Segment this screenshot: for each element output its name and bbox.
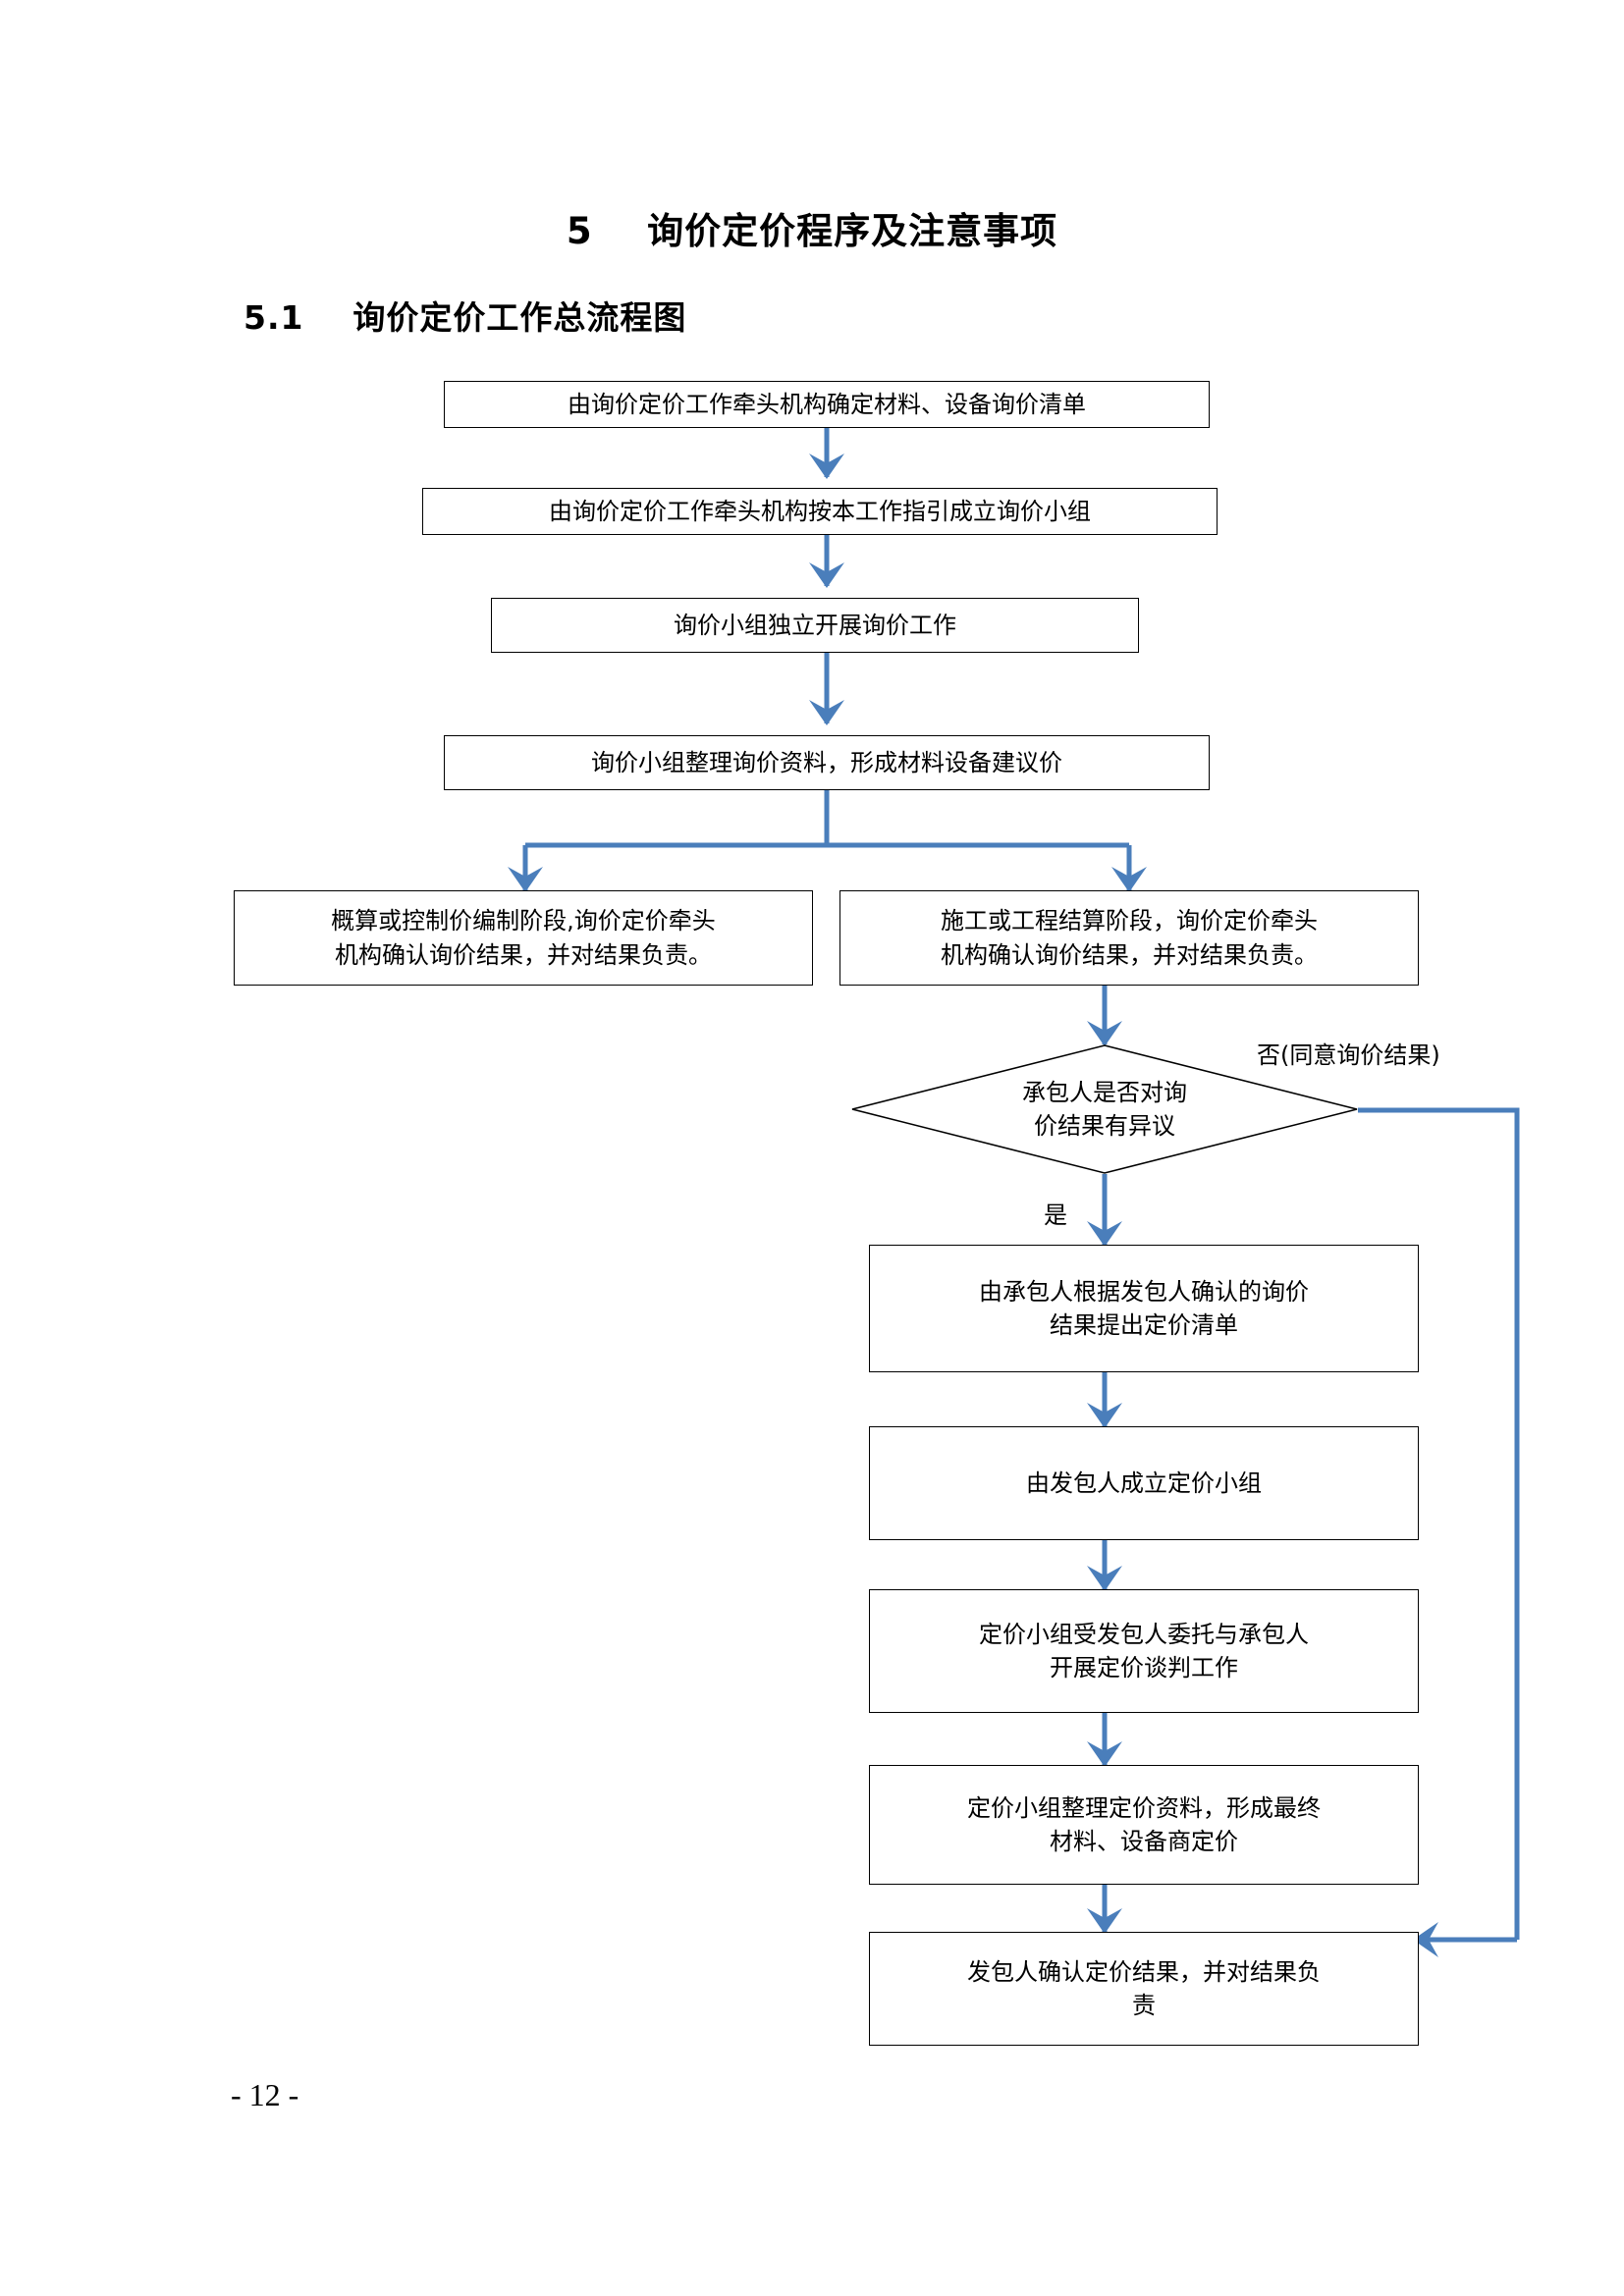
flow-node-n5[interactable]: 概算或控制价编制阶段,询价定价牵头 机构确认询价结果，并对结果负责。 (234, 890, 813, 986)
flow-node-n6[interactable]: 施工或工程结算阶段，询价定价牵头 机构确认询价结果，并对结果负责。 (839, 890, 1419, 986)
flow-node-n5-label: 概算或控制价编制阶段,询价定价牵头 机构确认询价结果，并对结果负责。 (331, 907, 716, 969)
flow-node-n3[interactable]: 询价小组独立开展询价工作 (491, 598, 1139, 653)
edge-label-no: 否(同意询价结果) (1257, 1041, 1440, 1069)
flow-node-n11[interactable]: 发包人确认定价结果，并对结果负 责 (869, 1932, 1419, 2046)
flow-node-n6-label: 施工或工程结算阶段，询价定价牵头 机构确认询价结果，并对结果负责。 (941, 907, 1318, 969)
section-subtitle: 5.1 询价定价工作总流程图 (244, 298, 687, 337)
flow-node-n9[interactable]: 定价小组受发包人委托与承包人 开展定价谈判工作 (869, 1589, 1419, 1713)
flow-node-n4[interactable]: 询价小组整理询价资料，形成材料设备建议价 (444, 735, 1210, 790)
flow-node-n1-label: 由询价定价工作牵头机构确定材料、设备询价清单 (568, 390, 1086, 418)
flow-node-n9-label: 定价小组受发包人委托与承包人 开展定价谈判工作 (979, 1620, 1309, 1682)
edge-label-yes: 是 (1044, 1201, 1067, 1229)
page-number: - 12 - (231, 2077, 299, 2112)
flow-node-n8-label: 由发包人成立定价小组 (1026, 1468, 1262, 1497)
flow-node-n2[interactable]: 由询价定价工作牵头机构按本工作指引成立询价小组 (422, 488, 1218, 535)
flow-node-n11-label: 发包人确认定价结果，并对结果负 责 (967, 1957, 1321, 2019)
flow-node-n2-label: 由询价定价工作牵头机构按本工作指引成立询价小组 (549, 497, 1091, 525)
flow-node-n7[interactable]: 由承包人根据发包人确认的询价 结果提出定价清单 (869, 1245, 1419, 1372)
flow-node-decision[interactable]: 承包人是否对询 价结果有异议 (851, 1044, 1358, 1174)
flow-node-n4-label: 询价小组整理询价资料，形成材料设备建议价 (591, 748, 1062, 776)
page-title: 5 询价定价程序及注意事项 (566, 210, 1058, 252)
flow-node-n7-label: 由承包人根据发包人确认的询价 结果提出定价清单 (979, 1277, 1309, 1339)
flow-node-decision-label: 承包人是否对询 价结果有异议 (1022, 1078, 1187, 1140)
flow-node-n1[interactable]: 由询价定价工作牵头机构确定材料、设备询价清单 (444, 381, 1210, 428)
flow-node-n10-label: 定价小组整理定价资料，形成最终 材料、设备商定价 (967, 1793, 1321, 1855)
flow-node-n8[interactable]: 由发包人成立定价小组 (869, 1426, 1419, 1540)
flow-node-n10[interactable]: 定价小组整理定价资料，形成最终 材料、设备商定价 (869, 1765, 1419, 1885)
flow-node-n3-label: 询价小组独立开展询价工作 (674, 611, 956, 639)
